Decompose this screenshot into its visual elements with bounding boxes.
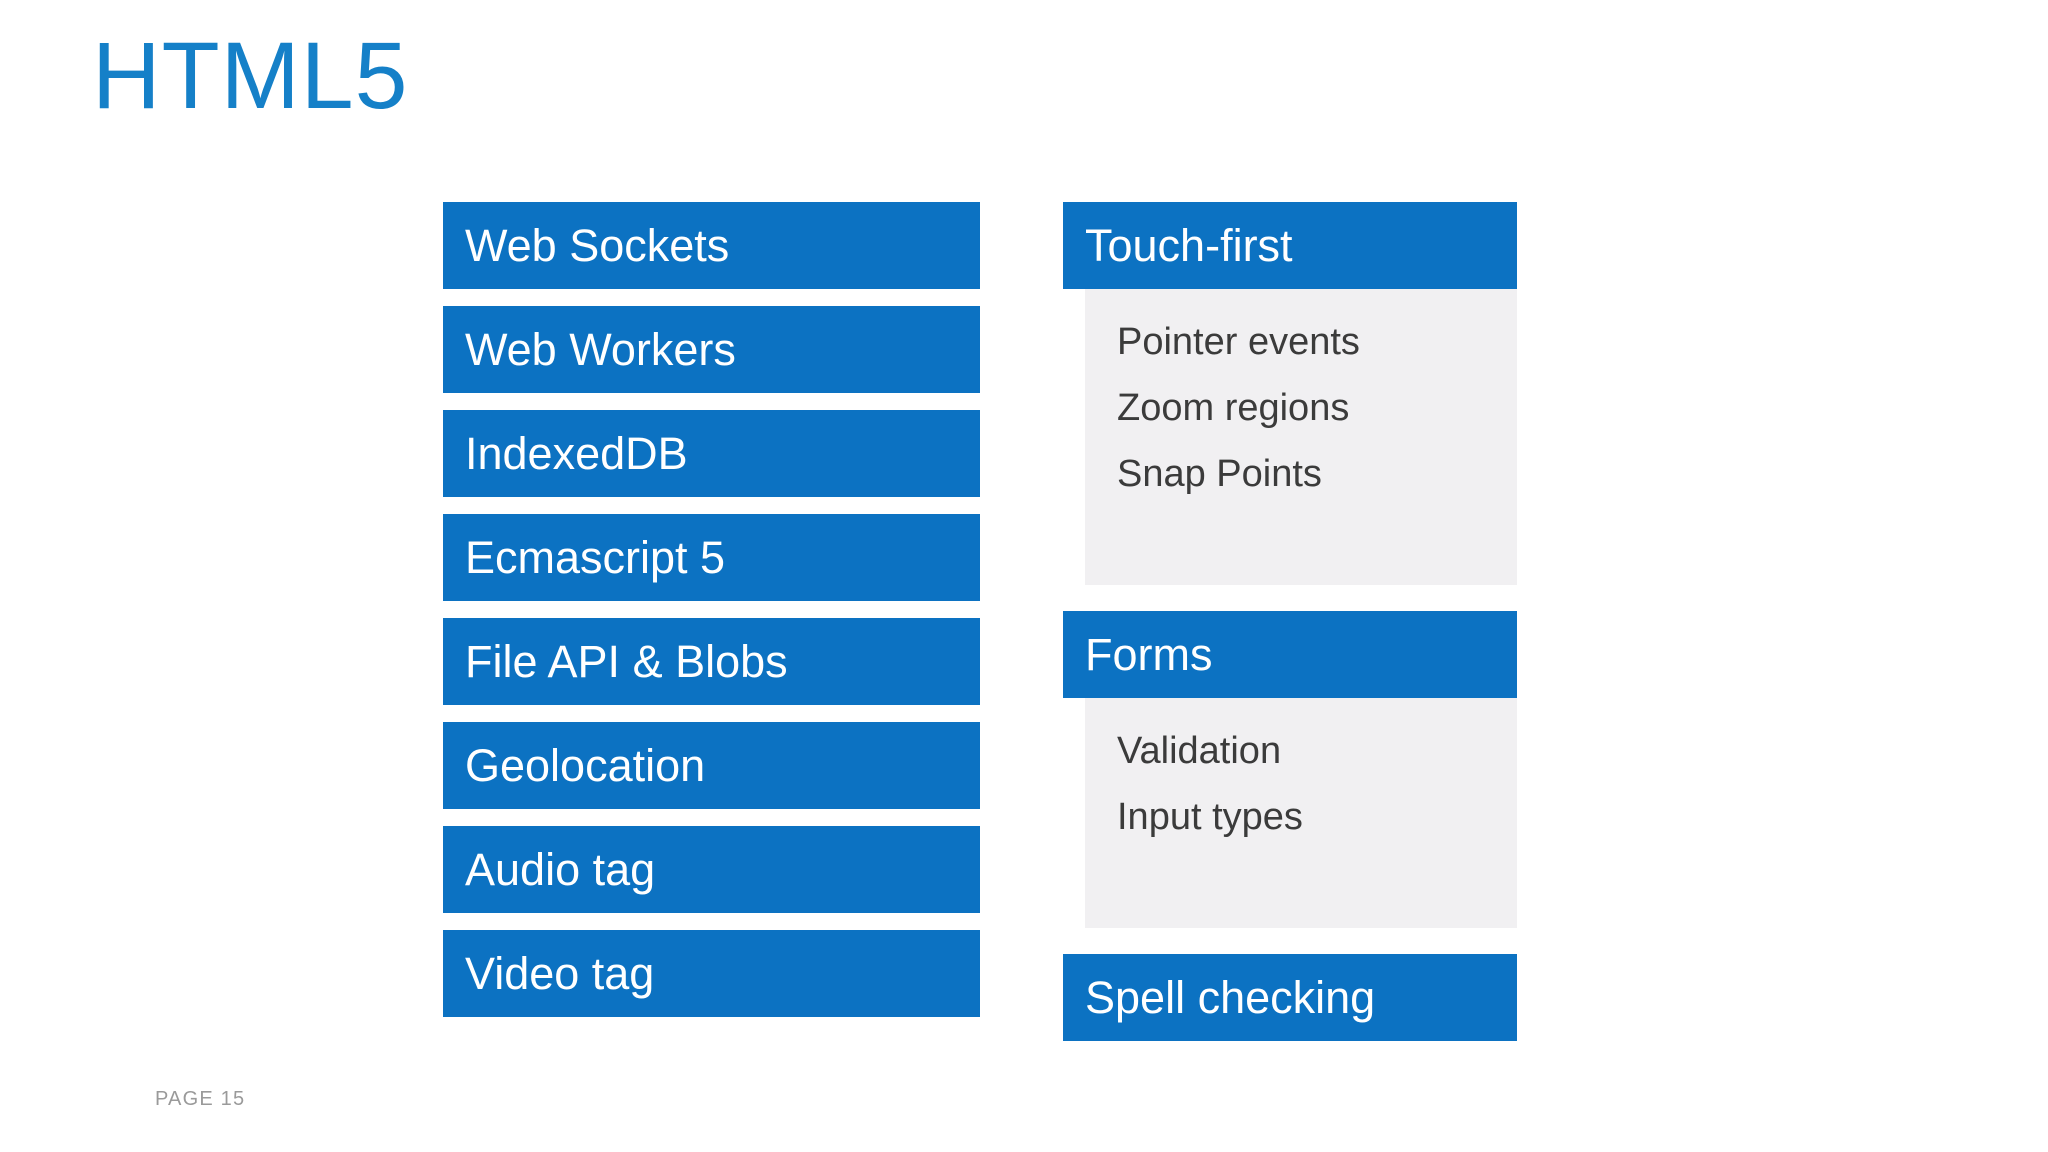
page-number-footer: PAGE 15 [155, 1088, 246, 1110]
feature-group-forms: Forms Validation Input types [1063, 611, 1517, 928]
feature-group-touch-first: Touch-first Pointer events Zoom regions … [1063, 202, 1517, 585]
feature-bar-geolocation[interactable]: Geolocation [443, 722, 980, 809]
feature-bar-forms[interactable]: Forms [1063, 611, 1517, 698]
feature-bar-web-workers[interactable]: Web Workers [443, 306, 980, 393]
feature-bar-label: Web Sockets [465, 220, 730, 271]
feature-bar-ecmascript-5[interactable]: Ecmascript 5 [443, 514, 980, 601]
feature-group-spell-checking: Spell checking [1063, 954, 1517, 1041]
left-feature-column: Web Sockets Web Workers IndexedDB Ecmasc… [443, 202, 980, 1034]
feature-bar-label: File API & Blobs [465, 636, 788, 687]
feature-bar-label: Audio tag [465, 844, 656, 895]
subfeature-panel-forms: Validation Input types [1085, 698, 1517, 928]
feature-bar-label: Touch-first [1085, 220, 1293, 271]
feature-bar-label: Ecmascript 5 [465, 532, 726, 583]
subfeature-item-pointer-events[interactable]: Pointer events [1117, 321, 1360, 363]
right-feature-column: Touch-first Pointer events Zoom regions … [1063, 202, 1517, 1041]
feature-bar-touch-first[interactable]: Touch-first [1063, 202, 1517, 289]
feature-bar-file-api-blobs[interactable]: File API & Blobs [443, 618, 980, 705]
feature-bar-audio-tag[interactable]: Audio tag [443, 826, 980, 913]
feature-bar-web-sockets[interactable]: Web Sockets [443, 202, 980, 289]
subfeature-item-validation[interactable]: Validation [1117, 730, 1282, 772]
subfeature-item-snap-points[interactable]: Snap Points [1117, 453, 1322, 495]
feature-bar-video-tag[interactable]: Video tag [443, 930, 980, 1017]
feature-bar-label: Forms [1085, 629, 1213, 680]
feature-bar-label: Web Workers [465, 324, 736, 375]
subfeature-item-input-types[interactable]: Input types [1117, 796, 1303, 838]
subfeature-item-zoom-regions[interactable]: Zoom regions [1117, 387, 1350, 429]
feature-bar-label: Video tag [465, 948, 655, 999]
feature-bar-spell-checking[interactable]: Spell checking [1063, 954, 1517, 1041]
feature-bar-label: Geolocation [465, 740, 706, 791]
feature-bar-indexeddb[interactable]: IndexedDB [443, 410, 980, 497]
subfeature-panel-touch-first: Pointer events Zoom regions Snap Points [1085, 289, 1517, 585]
feature-bar-label: IndexedDB [465, 428, 688, 479]
page-title: HTML5 [92, 23, 409, 129]
feature-bar-label: Spell checking [1085, 972, 1376, 1023]
